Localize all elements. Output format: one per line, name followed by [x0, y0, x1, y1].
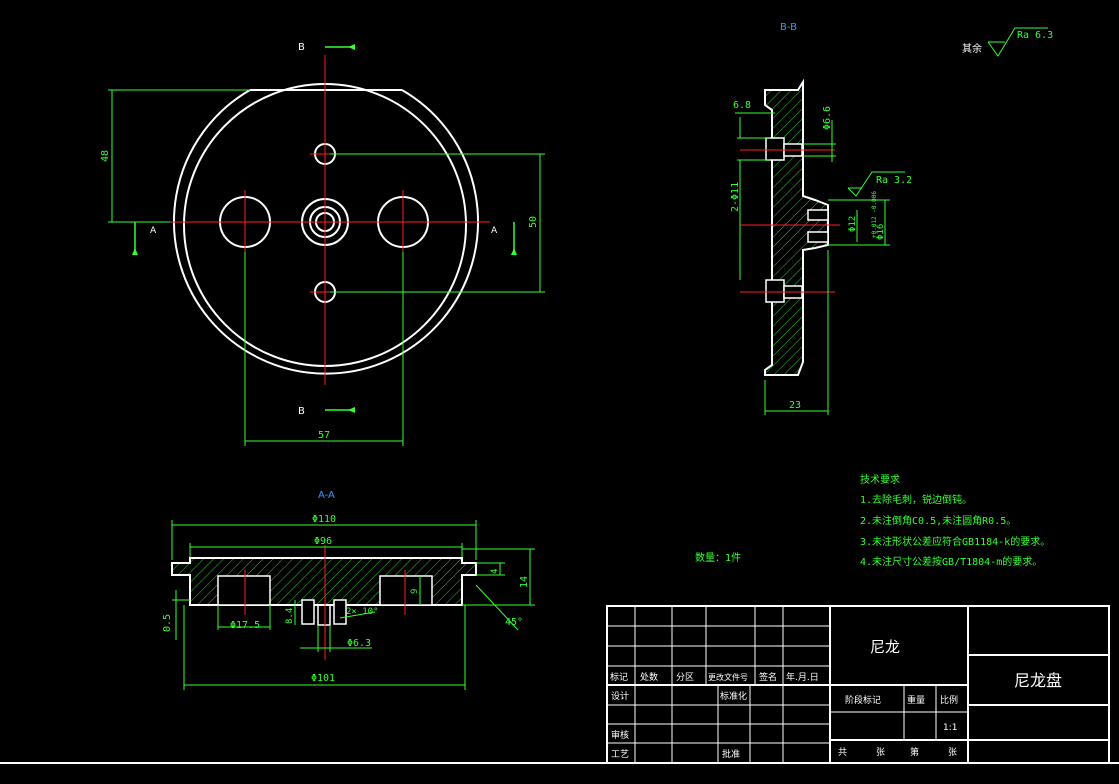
dim-2-d11: 2-Φ11 [730, 182, 741, 212]
section-bb-title: B-B [780, 22, 797, 33]
dim-d16-tolerance: +0.012 -0.006 [871, 191, 878, 238]
tb-weight: 重量 [907, 694, 925, 706]
dim-9: 9 [410, 589, 420, 594]
tb-header-date: 年.月.日 [786, 671, 819, 683]
tb-sheets-total: 共 [838, 747, 847, 758]
tech-req-item-2: 2.未注倒角C0.5,未注圆角R0.5。 [860, 514, 1016, 527]
tb-stage: 阶段标记 [845, 694, 881, 706]
dim-d6-3: Φ6.3 [347, 638, 371, 649]
tb-sheet-no: 第 [910, 746, 919, 758]
title-block [606, 605, 1110, 764]
front-view [108, 44, 545, 446]
tb-standardize: 标准化 [720, 690, 747, 702]
title-material: 尼龙 [870, 638, 900, 656]
tb-scale-label: 比例 [940, 694, 958, 706]
dim-48: 48 [100, 150, 111, 162]
tech-req-item-3: 3.未注形状公差应符合GB1184-k的要求。 [860, 535, 1050, 548]
roughness-rest-label: 其余 [962, 42, 982, 55]
dim-d12: Φ12 [848, 216, 858, 232]
dim-d17-5: Φ17.5 [230, 620, 260, 631]
dim-23: 23 [789, 400, 801, 411]
dim-45: 45° [505, 617, 523, 628]
section-aa-view [171, 520, 535, 690]
title-part-name: 尼龙盘 [1014, 671, 1062, 690]
roughness-symbol-general [987, 27, 1048, 57]
tb-header-change-doc: 更改文件号 [708, 672, 748, 682]
dim-50: 50 [528, 216, 539, 228]
dim-d16: Φ16 [876, 224, 886, 240]
quantity-note: 数量：1件 [695, 551, 741, 564]
tb-header-mark: 标记 [610, 671, 628, 683]
dim-8-4: 8.4 [285, 608, 295, 624]
tech-req-title: 技术要求 [860, 473, 900, 486]
tb-sheet-unit: 张 [948, 747, 957, 758]
cut-label-b-bottom: B [298, 406, 305, 417]
tb-header-zone: 分区 [676, 672, 694, 683]
dim-d101: Φ101 [311, 673, 335, 684]
dim-57: 57 [318, 430, 330, 441]
section-aa-title: A-A [318, 490, 335, 501]
roughness-rest-value: Ra 6.3 [1017, 30, 1053, 41]
tb-header-signature: 签名 [759, 671, 777, 683]
dim-6-8: 6.8 [733, 100, 751, 111]
dim-d96: Φ96 [314, 536, 332, 547]
tech-req-item-1: 1.去除毛刺，锐边倒钝。 [860, 493, 972, 506]
tb-design: 设计 [611, 690, 629, 702]
tech-req-item-4: 4.未注尺寸公差按GB/T1804-m的要求。 [860, 555, 1042, 568]
dim-d6-6: Φ6.6 [822, 106, 833, 130]
roughness-bore: Ra 3.2 [876, 175, 912, 186]
section-bb-view [735, 78, 905, 415]
dim-0-5: 0.5 [162, 614, 173, 632]
tb-sheets-of: 张 [876, 747, 885, 758]
dim-d110: Φ110 [312, 514, 336, 525]
tb-review: 审核 [611, 729, 629, 741]
dim-14: 14 [519, 576, 530, 588]
tb-scale-value: 1:1 [943, 723, 957, 733]
tb-approve: 批准 [722, 748, 740, 760]
tb-header-count: 处数 [640, 671, 658, 683]
tb-process: 工艺 [611, 749, 629, 760]
cut-label-a-left: A [150, 226, 157, 236]
dim-chamfer: 2× 10° [346, 607, 379, 617]
dim-4: 4 [490, 569, 500, 574]
cut-label-b-top: B [298, 42, 305, 53]
cut-label-a-right: A [491, 226, 498, 236]
